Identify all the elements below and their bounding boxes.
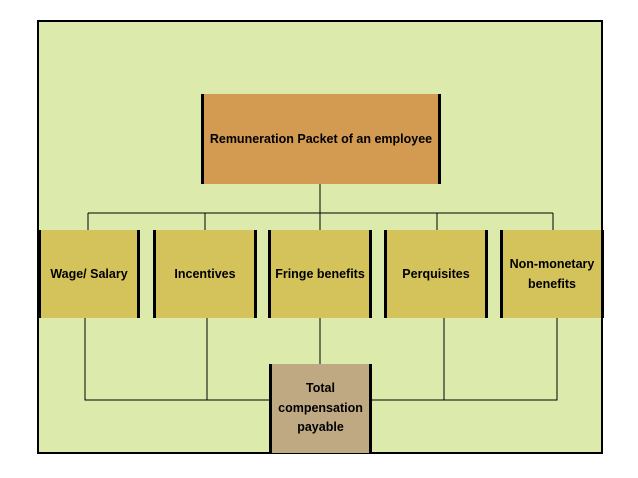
category-label: Non-monetary benefits [509, 257, 595, 291]
category-label: Fringe benefits [275, 266, 365, 281]
category-label: Incentives [174, 266, 236, 281]
category-incentives: Incentives [153, 230, 257, 318]
total-node-label: Total compensation payable [278, 381, 363, 435]
root-node-label: Remuneration Packet of an employee [209, 131, 433, 146]
category-label: Perquisites [402, 266, 470, 281]
category-fringe-benefits: Fringe benefits [268, 230, 372, 318]
category-label: Wage/ Salary [50, 266, 128, 281]
root-node: Remuneration Packet of an employee [201, 94, 441, 184]
category-wage-salary: Wage/ Salary [38, 230, 140, 318]
category-non-monetary-benefits: Non-monetary benefits [500, 230, 604, 318]
category-perquisites: Perquisites [384, 230, 488, 318]
total-node: Total compensation payable [269, 364, 372, 453]
